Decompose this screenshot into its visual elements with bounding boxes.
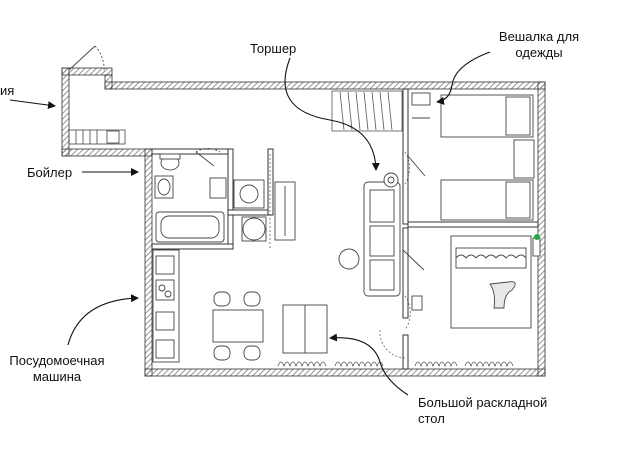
label-boiler: Бойлер (27, 165, 73, 180)
label-hanger-line2: одежды (515, 45, 563, 60)
entrance-door (68, 45, 105, 73)
label-torsher: Торшер (250, 41, 297, 56)
pointer-arrows (9, 51, 491, 396)
label-entrance-cut: ия (0, 83, 15, 98)
door-swings (269, 151, 411, 359)
living-room (274, 172, 425, 354)
hall-closet (68, 129, 126, 145)
radiators (277, 361, 514, 368)
label-hanger-line1: Вешалка для (498, 29, 580, 44)
arrow-table (329, 333, 409, 396)
corridor-wardrobe (331, 90, 403, 132)
arrow-hanger (436, 51, 491, 105)
interior-walls (151, 88, 539, 370)
arrow-dishwasher (67, 294, 139, 346)
label-dishwasher-line2: машина (32, 369, 82, 384)
label-hanger: Вешалка для одежды (484, 29, 594, 61)
label-table-line1: Большой раскладной (418, 395, 548, 410)
label-table-line2: стол (418, 411, 445, 426)
arrow-entrance (9, 99, 56, 110)
bathroom-fixtures (154, 148, 267, 243)
bedroom-lower (411, 234, 541, 329)
kitchen (152, 249, 264, 363)
outer-walls (61, 67, 546, 377)
arrow-torsher (284, 57, 380, 171)
label-folding-table: Большой раскладной стол (418, 395, 547, 427)
label-dishwasher-line1: Посудомоечная (9, 353, 105, 368)
bedroom-upper (407, 92, 535, 221)
label-dishwasher: Посудомоечная машина (0, 353, 114, 385)
